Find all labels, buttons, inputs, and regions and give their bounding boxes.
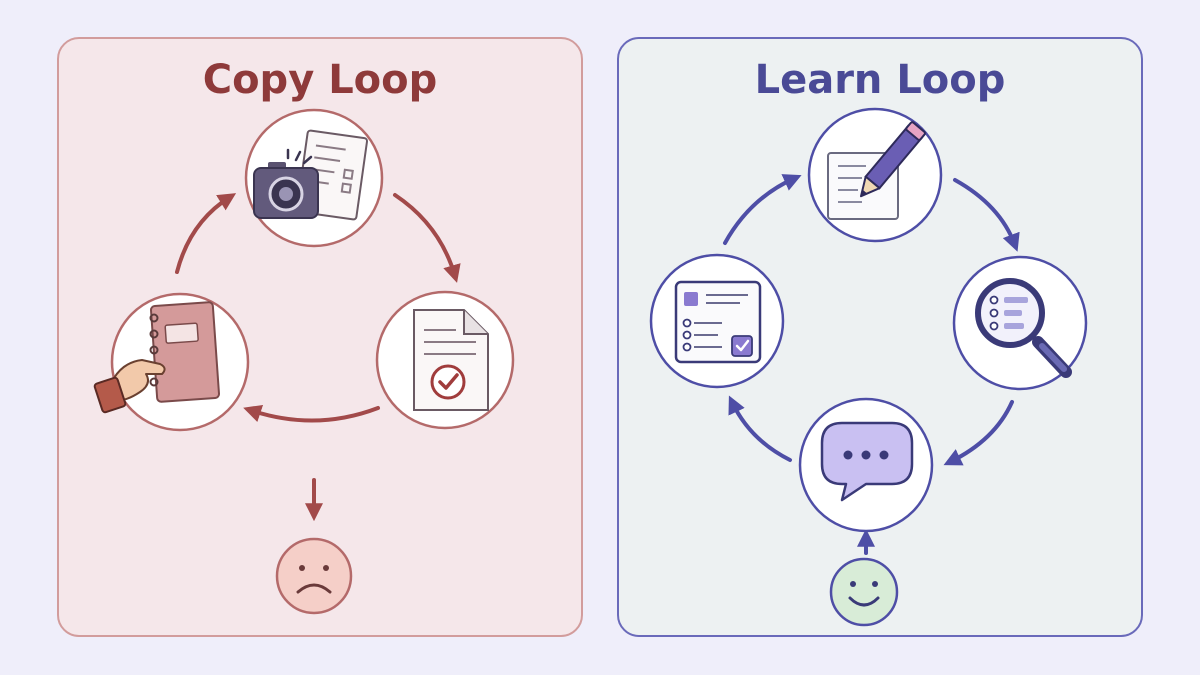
copy-step-checked-document xyxy=(375,290,515,430)
hand-icon xyxy=(93,359,166,414)
learn-step-writing xyxy=(807,107,943,243)
arrow-camera-to-document xyxy=(393,193,461,283)
learn-loop-title: Learn Loop xyxy=(754,57,1006,103)
pencil-icon xyxy=(860,121,926,198)
copy-loop-arrows xyxy=(175,193,461,522)
checked-document-icon xyxy=(413,309,489,411)
copy-step-camera xyxy=(244,108,384,248)
arrow-notebook-to-camera xyxy=(175,193,237,274)
notebook-icon xyxy=(149,301,221,403)
sad-face-icon xyxy=(275,537,353,615)
arrow-quiz-to-writing xyxy=(723,174,802,245)
arrow-review-to-discussion xyxy=(943,400,1014,466)
copy-step-notebook xyxy=(93,292,250,432)
learn-loop-arrows xyxy=(723,174,1020,555)
camera-icon xyxy=(253,148,319,219)
copy-loop-title: Copy Loop xyxy=(202,57,438,103)
learn-step-review xyxy=(952,255,1088,391)
arrow-document-to-notebook xyxy=(243,404,380,423)
arrow-discussion-to-quiz xyxy=(728,395,792,462)
speech-bubble-icon xyxy=(820,421,914,502)
happy-face-icon xyxy=(829,557,899,627)
arrow-writing-to-review xyxy=(953,178,1020,252)
learn-step-discussion xyxy=(798,397,934,533)
learn-step-quiz xyxy=(649,253,785,389)
magnifier-icon xyxy=(975,278,1072,378)
checklist-icon xyxy=(674,280,762,364)
